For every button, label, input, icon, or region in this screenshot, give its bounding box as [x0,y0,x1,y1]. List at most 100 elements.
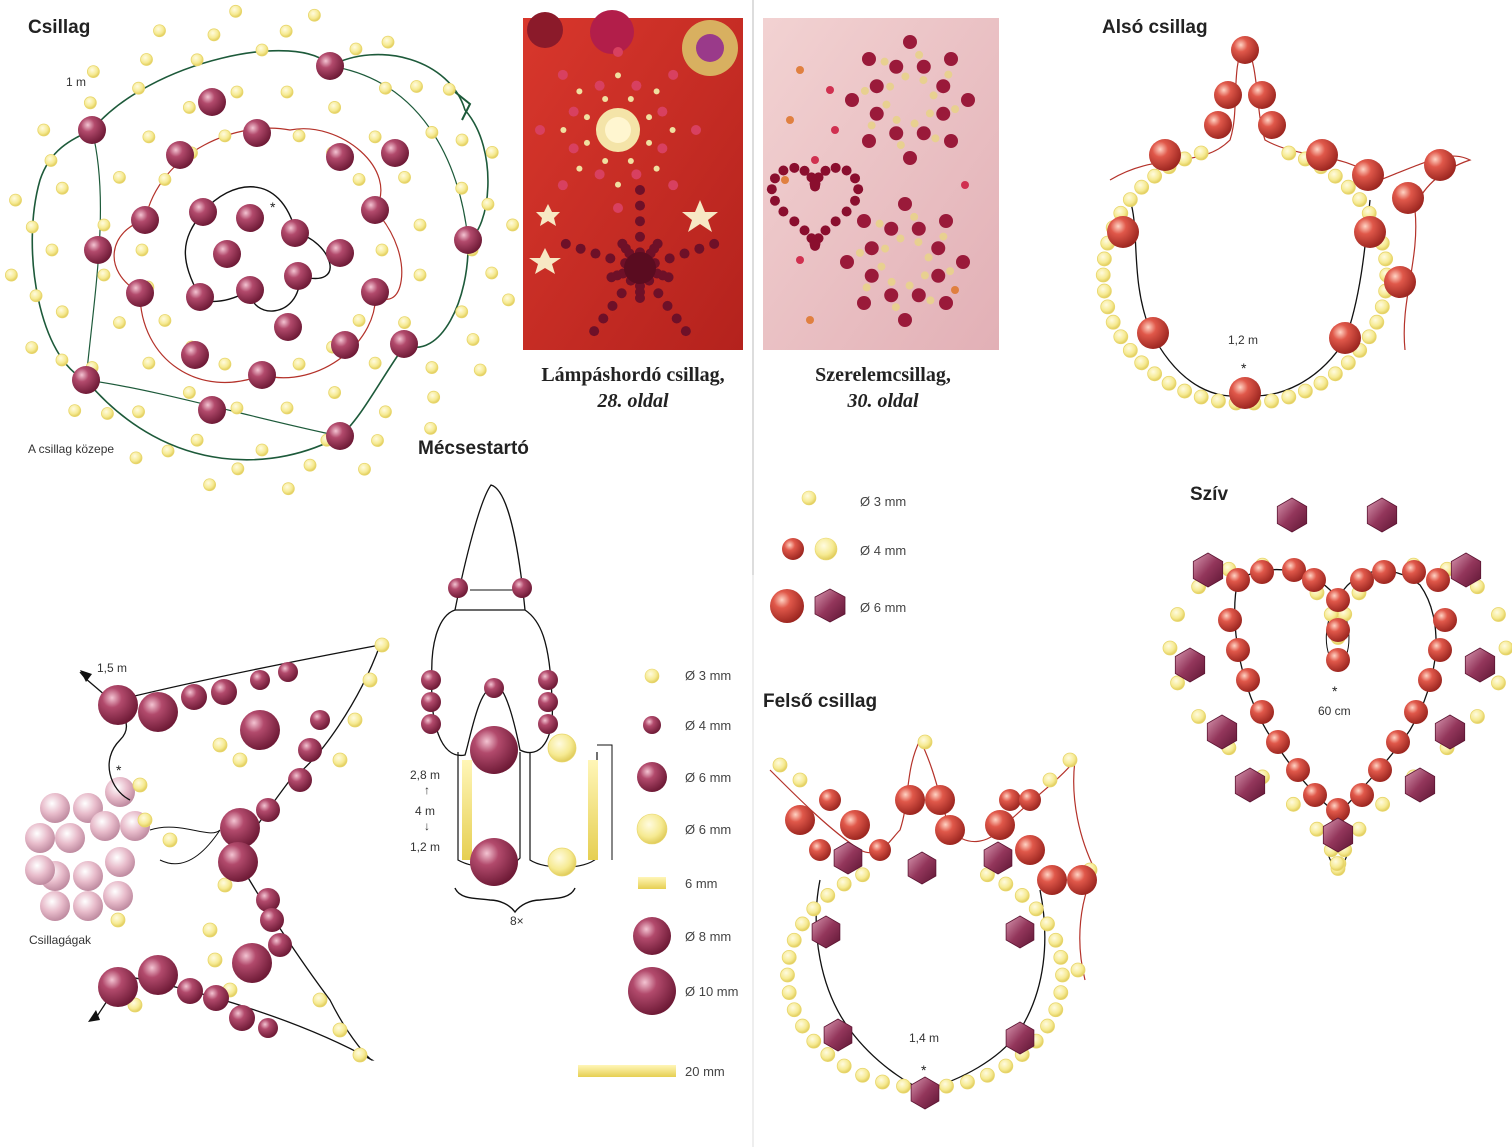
hex-bead [1234,767,1266,803]
photo-bead [535,125,545,135]
pink-bead [40,891,70,921]
photo-bead [875,219,884,228]
label-mecses-28: 2,8 m [410,768,441,782]
seed-bead [1070,962,1086,978]
seed-bead [328,101,342,114]
seed-bead [1053,950,1069,965]
photo-bead [889,59,904,74]
felso-start-marker: * [921,1062,927,1078]
seed-bead [140,53,153,66]
pearl-bead [240,710,280,750]
pink-bead [25,855,55,885]
photo-bead [905,281,914,290]
photo-bead [880,57,889,66]
seed-bead [998,1058,1014,1074]
seed-bead [427,390,441,404]
seed-bead [1048,932,1064,948]
photo-bead [627,158,634,165]
photo-bead [769,173,780,184]
photo-bead [884,288,899,303]
photo-bead [653,88,660,95]
pearl-bead [232,943,272,983]
seed-bead [1042,772,1058,788]
pearl-bead [211,679,237,705]
seed-bead [37,123,51,137]
photo-bead [668,180,679,191]
photo-bead [635,231,645,242]
hex-bead [1322,817,1354,853]
red-bead [1258,111,1286,139]
photo-sparkle [951,286,959,294]
photo-bead [926,296,935,305]
seed-bead [1095,267,1111,283]
legend-left-6mm-seed: Ø 6 mm [685,822,732,837]
red-bead [1226,638,1250,662]
seed-bead [795,1018,810,1034]
photo-bead [951,105,960,114]
photo-bead [653,288,664,299]
photo-bead [568,106,579,117]
seed-bead [398,316,411,330]
red-bead [1386,730,1410,754]
pink-bead [73,861,103,891]
red-bead [1218,608,1242,632]
pearl-bead [258,1018,278,1038]
red-bead [1248,81,1276,109]
photo-bead [929,91,938,100]
photo-bead [691,125,701,135]
photo-bead [931,268,946,283]
red-bead [1424,149,1456,181]
pearl-bead [84,236,112,264]
photo-bead [896,234,905,243]
legend-left-3mm: Ø 3 mm [685,668,732,683]
seed-bead [1313,375,1329,391]
red-bead [925,785,955,815]
photo-bead [869,106,884,121]
photo-sparkle [831,126,839,134]
seed-bead [1327,168,1343,184]
seed-bead [110,912,126,928]
page-divider-lower [752,575,754,1147]
pearl-bead [421,692,441,712]
red-bead [1037,865,1067,895]
photo-bead [911,221,926,236]
hex-bead [1174,647,1206,683]
photo-bead [845,93,859,107]
seed-bead [347,712,363,728]
pink-bead [25,823,55,853]
legend-right-4mm: Ø 4 mm [860,543,907,558]
red-bead [1433,608,1457,632]
photo-bead [944,70,953,79]
seed-bead [1281,389,1297,405]
photo-bead [806,233,817,244]
seed-bead [442,83,456,96]
photo-bead [919,76,928,85]
legend-left-6mm-bugle: 6 mm [685,876,718,891]
hex-bead [1192,552,1224,588]
pearl-bead [138,692,178,732]
seed-bead [795,916,810,932]
photo-bead [662,300,673,311]
seed-bead [1122,192,1138,208]
seed-bead [86,65,100,79]
seed-bead [836,1058,852,1074]
photo-sparkle [781,176,789,184]
photo-bead [594,80,605,91]
sziv-diagram [1162,497,1512,876]
photo-bead [910,119,919,128]
red-bead [1149,139,1181,171]
photo-bead [903,35,917,49]
legend-right-swatches [770,490,846,623]
photo-bead [557,69,568,80]
photo-bead [635,293,645,303]
legend-left-swatches [578,668,676,1077]
photo-bead [916,59,931,74]
photo-bead [671,313,682,324]
seed-bead [162,832,178,848]
hex-bead [907,851,937,885]
seed-bead [786,1002,802,1018]
seed-bead [97,218,111,232]
pearl-bead [256,888,280,912]
seed-bead [455,133,469,147]
seed-bead [780,967,795,983]
